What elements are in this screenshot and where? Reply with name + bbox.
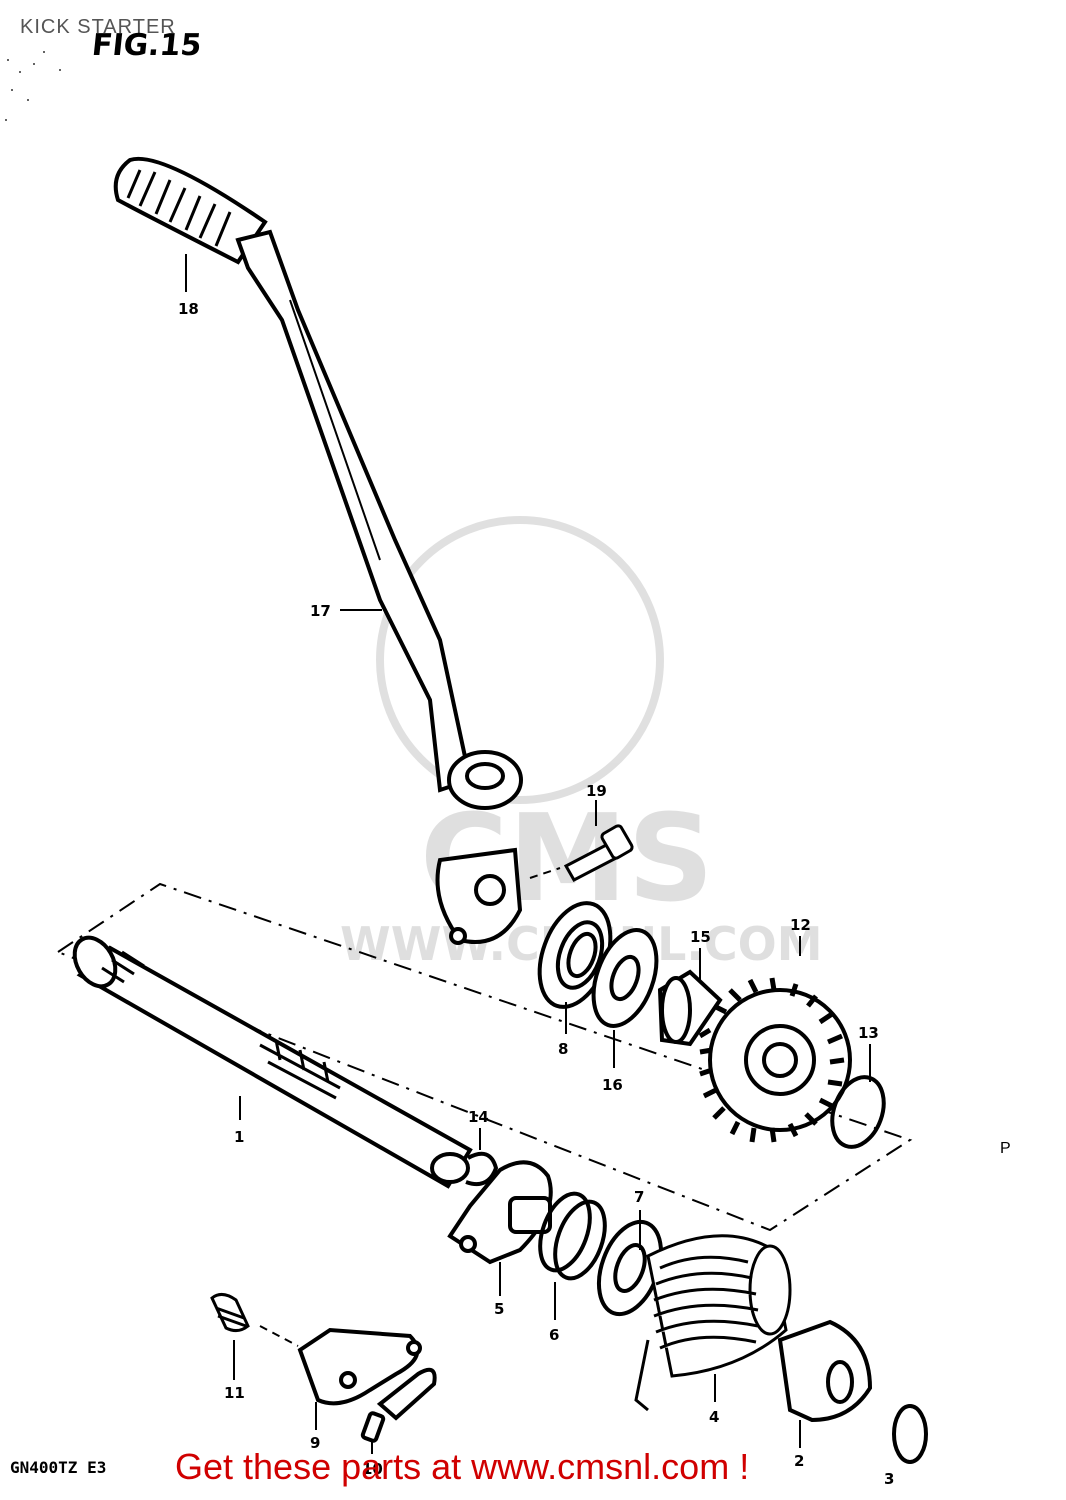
- spring-guide-2: [777, 1319, 873, 1423]
- scan-noise: [5, 51, 61, 121]
- part-label-1: 1: [234, 1128, 244, 1146]
- kick-gear-12: [698, 977, 852, 1143]
- part-label-6: 6: [549, 1326, 559, 1344]
- stray-mark: P: [1000, 1140, 1011, 1157]
- spring-ring-6: [538, 1191, 607, 1281]
- section-title: KICK STARTER: [20, 16, 176, 38]
- part-label-14: 14: [468, 1108, 489, 1126]
- part-label-9: 9: [310, 1434, 320, 1452]
- circlip-14: [465, 1151, 499, 1187]
- part-label-16: 16: [602, 1076, 623, 1094]
- bolt-11: [210, 1293, 250, 1333]
- part-labels: [185, 254, 871, 1454]
- washer-16: [591, 928, 659, 1028]
- part-label-18: 18: [178, 300, 199, 318]
- part-label-3: 3: [884, 1470, 894, 1488]
- part-label-7: 7: [634, 1188, 644, 1206]
- part-label-8: 8: [558, 1040, 568, 1058]
- part-label-17: 17: [310, 602, 331, 620]
- part-label-19: 19: [586, 782, 607, 800]
- spacer-15: [657, 969, 723, 1047]
- kick-guide-5: [447, 1160, 553, 1265]
- part-label-12: 12: [790, 916, 811, 934]
- kick-arm-17: [235, 229, 523, 945]
- cms-link-text[interactable]: Get these parts at www.cmsnl.com !: [175, 1446, 750, 1487]
- part-label-13: 13: [858, 1024, 879, 1042]
- stopper-plate-9: [297, 1327, 422, 1406]
- bolt-11-leader: [259, 1325, 299, 1347]
- part-label-5: 5: [494, 1300, 504, 1318]
- model-code: GN400TZ E3: [10, 1458, 107, 1477]
- plate-10: [360, 1367, 437, 1443]
- part-label-10: 10: [362, 1460, 383, 1478]
- return-spring-4: [634, 1234, 792, 1412]
- part-label-4: 4: [709, 1408, 719, 1426]
- assembly-frame: [55, 882, 913, 1232]
- kick-shaft-1: [72, 935, 473, 1189]
- part-label-2: 2: [794, 1452, 804, 1470]
- part-label-11: 11: [224, 1384, 245, 1402]
- bolt-19-leader: [529, 867, 561, 879]
- bolt-19: [563, 824, 634, 882]
- circlip-3: [892, 1404, 928, 1464]
- part-label-15: 15: [690, 928, 711, 946]
- kick-grip-18: [113, 156, 268, 265]
